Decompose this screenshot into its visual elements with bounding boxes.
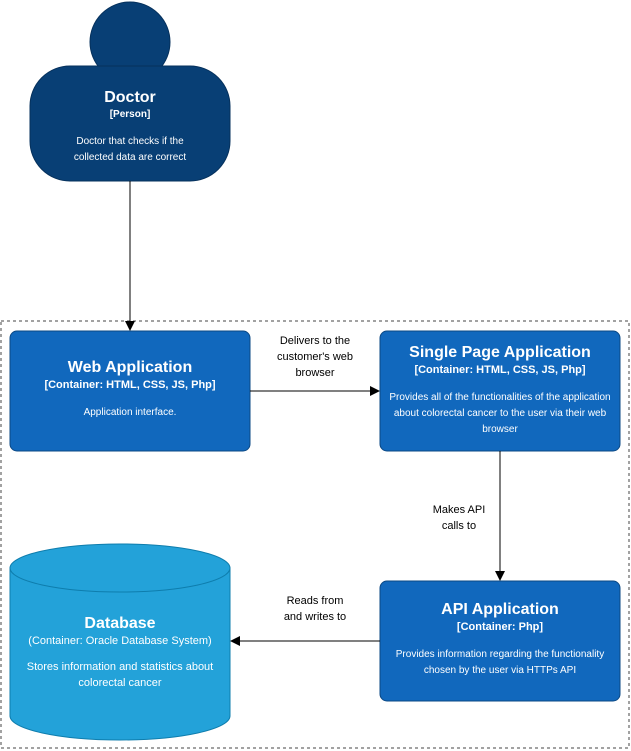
api-application-name: API Application [441,601,559,618]
person-description: Doctor that checks if the collected data… [73,136,187,163]
database-name: Database [84,615,156,632]
spa-description: Provides all of the functionalities of t… [389,392,611,435]
single-page-application-label: Single Page Application [Container: HTML… [380,343,620,438]
web-application-type: [Container: HTML, CSS, JS, Php] [44,379,216,391]
system-boundary [0,320,630,749]
api-application-type: [Container: Php] [456,621,544,633]
database-description: Stores information and statistics about … [26,661,214,689]
relation-web-to-spa-label: Delivers to the customer's web browser [268,333,362,381]
relation-api-to-db-label: Reads from and writes to [282,593,348,625]
person-name: Doctor [104,89,156,106]
api-application-description: Provides information regarding the funct… [395,649,605,676]
api-application-label: API Application [Container: Php] Provide… [380,600,620,679]
web-application-label: Web Application [Container: HTML, CSS, J… [10,358,250,421]
relation-spa-to-api-label: Makes API calls to [424,502,494,534]
database-label: Database (Container: Oracle Database Sys… [10,614,230,691]
spa-type: [Container: HTML, CSS, JS, Php] [414,364,586,376]
database-type: (Container: Oracle Database System) [28,635,212,647]
person-type: [Person] [109,109,151,120]
web-application-description: Application interface. [83,407,177,418]
database-cylinder[interactable] [9,543,231,741]
web-application-name: Web Application [67,359,193,376]
spa-name: Single Page Application [409,344,591,361]
person-doctor-label: Doctor [Person] Doctor that checks if th… [40,88,220,166]
